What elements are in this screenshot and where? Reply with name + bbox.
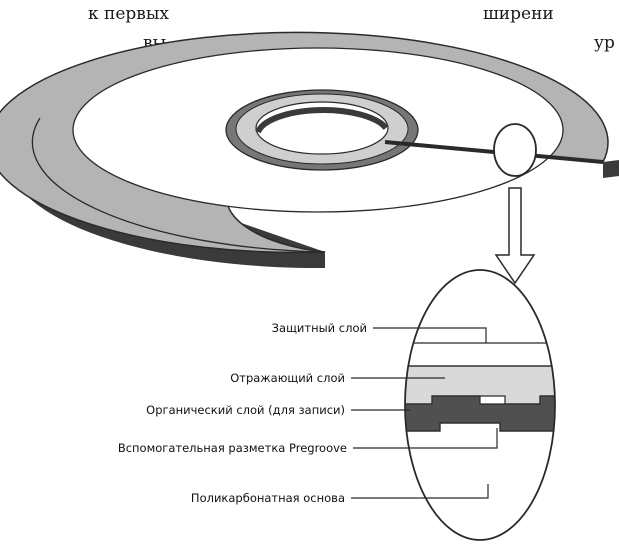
label-organic-layer: Органический слой (для записи) <box>146 403 345 417</box>
text-fragment-top-right-2: ур <box>594 33 615 53</box>
disc-rim-right <box>603 160 619 178</box>
pregroove-line <box>405 422 555 432</box>
cross-section-magnified <box>404 269 556 541</box>
text-fragment-top-right: ширени <box>483 4 554 24</box>
magnifier-marker <box>493 123 537 177</box>
label-pregroove: Вспомогательная разметка Pregroove <box>118 441 347 455</box>
label-reflective-layer: Отражающий слой <box>230 371 345 385</box>
label-protective-layer: Защитный слой <box>272 321 367 335</box>
label-polycarbonate: Поликарбонатная основа <box>191 491 345 505</box>
disc-illustration <box>0 31 619 269</box>
leader-lines <box>351 327 498 499</box>
text-fragment-top-left: к первых <box>88 4 169 24</box>
down-arrow-icon <box>494 187 536 285</box>
magnified-circle <box>404 269 556 541</box>
